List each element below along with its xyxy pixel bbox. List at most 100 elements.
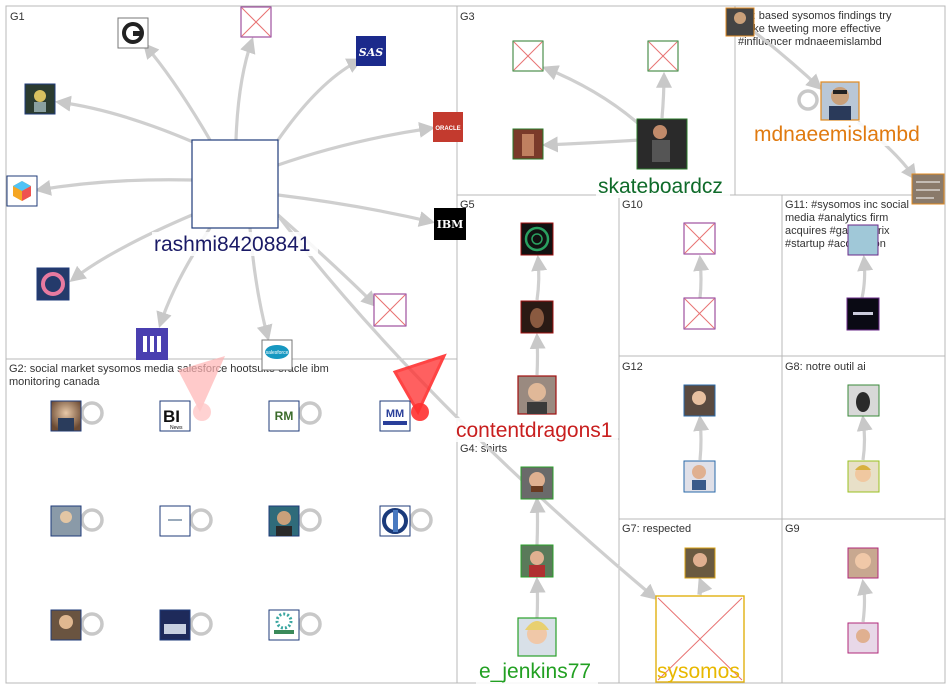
edge xyxy=(69,213,193,282)
node-circle-emblem[interactable] xyxy=(520,222,554,256)
node-avatar[interactable] xyxy=(847,547,879,579)
nodes-g12 xyxy=(683,384,716,493)
node-avatar-illustration[interactable] xyxy=(24,83,56,115)
nodes-g11 xyxy=(846,224,880,331)
group-label-g12: G12 xyxy=(622,361,643,373)
svg-text:IBM: IBM xyxy=(437,218,464,231)
node-avatar[interactable] xyxy=(847,460,880,493)
node-mm-logo[interactable]: MM xyxy=(379,400,411,432)
node-avatar[interactable] xyxy=(512,128,544,160)
edge xyxy=(697,577,713,596)
node-g-logo[interactable] xyxy=(117,17,149,49)
label-bg xyxy=(752,122,934,146)
node-avatar[interactable] xyxy=(725,7,755,37)
node-skateboardcz[interactable] xyxy=(636,118,688,170)
edge xyxy=(278,217,658,601)
edge-pink-loop xyxy=(178,356,225,412)
node-bi-logo[interactable]: BI News xyxy=(159,400,191,432)
node-dark-logo[interactable] xyxy=(846,297,880,331)
svg-text:ORACLE: ORACLE xyxy=(435,126,460,132)
edges-g5-g4 xyxy=(529,254,548,619)
node-missing-image[interactable] xyxy=(683,222,716,255)
node-blank-logo[interactable] xyxy=(159,505,191,537)
node-rashmi84208841[interactable] xyxy=(191,139,279,229)
edge xyxy=(54,95,201,147)
self-loop xyxy=(298,612,322,636)
node-building-photo[interactable] xyxy=(159,609,191,641)
nodes-g5 xyxy=(517,222,557,415)
node-avatar[interactable] xyxy=(50,505,82,537)
node-sas-logo[interactable]: SAS xyxy=(356,36,386,66)
node-avatar[interactable] xyxy=(683,460,716,493)
edge xyxy=(531,254,548,301)
edge xyxy=(234,36,256,141)
nodes-g1: SAS ORACLE IBM xyxy=(6,6,466,371)
group-boxes xyxy=(5,5,946,684)
edge xyxy=(276,58,363,141)
node-missing-image[interactable] xyxy=(683,297,716,330)
node-avatar[interactable] xyxy=(50,400,82,432)
edge xyxy=(693,414,710,461)
edge xyxy=(693,254,710,299)
edges-g1 xyxy=(34,36,658,601)
node-oracle-logo[interactable]: ORACLE xyxy=(433,112,463,142)
node-missing-image[interactable] xyxy=(647,40,679,72)
node-missing-image[interactable] xyxy=(373,293,407,327)
nodes-g9 xyxy=(847,547,879,654)
group-label-g7: G7: respected xyxy=(622,523,691,535)
edge xyxy=(541,136,641,153)
self-loop xyxy=(298,508,322,532)
label-mdnaeemislambd: mdnaeemislambd xyxy=(754,123,920,146)
node-salesforce-logo[interactable]: salesforce xyxy=(261,339,293,371)
svg-text:News: News xyxy=(170,425,183,431)
edge-pink-node xyxy=(193,403,211,421)
edges-g3 xyxy=(541,65,672,153)
node-rm-logo[interactable]: RM xyxy=(268,400,300,432)
node-missing-image[interactable] xyxy=(512,40,544,72)
node-quote-image[interactable] xyxy=(911,173,945,205)
node-avatar[interactable] xyxy=(520,300,554,334)
node-swirl-logo[interactable] xyxy=(379,505,411,537)
edge xyxy=(655,71,672,119)
node-ln-logo[interactable] xyxy=(136,328,168,360)
edge xyxy=(277,193,436,227)
label-bg xyxy=(152,232,318,256)
node-contentdragons1[interactable] xyxy=(517,375,557,415)
node-relations-logo[interactable] xyxy=(268,609,300,641)
group-labels: G1 G2: social market sysomos media sales… xyxy=(9,10,909,535)
label-bg xyxy=(454,418,618,442)
self-loop xyxy=(298,401,322,425)
edge xyxy=(142,42,212,141)
group-label-g3: G3 xyxy=(460,11,475,23)
node-circle-logo[interactable] xyxy=(36,267,70,301)
node-avatar[interactable] xyxy=(683,384,716,417)
label-bg xyxy=(596,174,730,198)
node-mdnaeemislambd[interactable] xyxy=(820,81,860,121)
node-ibm-logo[interactable]: IBM xyxy=(434,208,466,240)
node-missing-image[interactable] xyxy=(240,6,272,38)
node-avatar[interactable] xyxy=(268,505,300,537)
edge xyxy=(529,332,546,376)
group-label-g2: G2: social market sysomos media salesfor… xyxy=(9,363,329,388)
node-avatar[interactable] xyxy=(520,544,554,578)
svg-text:MM: MM xyxy=(386,408,404,420)
node-avatar[interactable] xyxy=(520,466,554,500)
node-sysomos[interactable] xyxy=(655,595,745,683)
self-loop xyxy=(189,508,213,532)
label-sysomos: sysomos xyxy=(657,660,740,683)
edge xyxy=(277,121,436,167)
node-avatar[interactable] xyxy=(684,547,716,579)
label-skateboardcz: skateboardcz xyxy=(598,175,723,198)
node-avatar[interactable] xyxy=(847,224,879,256)
node-avatar[interactable] xyxy=(847,622,879,654)
nodes-g10 xyxy=(683,222,716,330)
node-avatar[interactable] xyxy=(50,609,82,641)
node-avatar[interactable] xyxy=(847,384,880,417)
svg-text:BI: BI xyxy=(163,407,180,426)
node-cube-logo[interactable] xyxy=(6,175,38,207)
edge xyxy=(529,496,546,546)
node-e-jenkins77[interactable] xyxy=(517,617,557,657)
label-rashmi84208841: rashmi84208841 xyxy=(154,233,310,256)
